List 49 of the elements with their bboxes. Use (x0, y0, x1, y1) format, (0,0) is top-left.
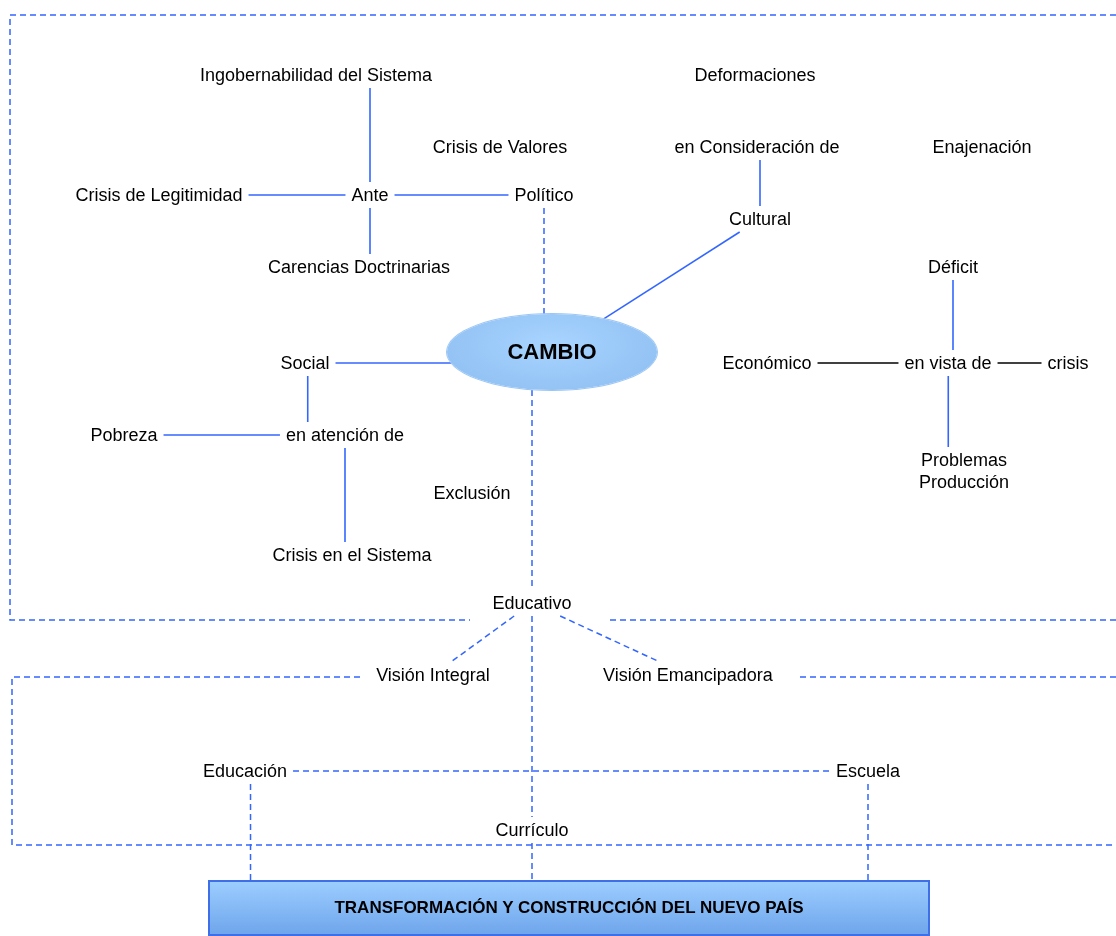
concept-text: Problemas Producción (899, 447, 1029, 495)
connector-line (996, 362, 1043, 364)
connector-line (952, 279, 954, 351)
concept-text: Visión Integral (370, 662, 496, 688)
concept-text: Deformaciones (688, 62, 822, 88)
connector-line (369, 207, 371, 255)
central-ellipse: CAMBIO (447, 314, 657, 390)
connector-line (816, 362, 900, 364)
concept-text: en atención de (279, 422, 411, 448)
concept-text: Enajenación (926, 134, 1038, 160)
concept-text: Pobreza (84, 422, 164, 448)
concept-text: Crisis de Valores (426, 134, 574, 160)
connector-line (543, 207, 545, 315)
concept-text: Crisis en el Sistema (266, 542, 438, 568)
concept-text: Currículo (489, 817, 575, 843)
connector-line (249, 783, 252, 881)
concept-text: Social (274, 350, 336, 376)
concept-text: Visión Emancipadora (597, 662, 779, 688)
concept-text: Crisis de Legitimidad (69, 182, 249, 208)
connector-line (393, 194, 510, 196)
concept-text: Carencias Doctrinarias (261, 254, 457, 280)
connector-line (867, 783, 869, 881)
connector-line (292, 770, 831, 772)
result-box: TRANSFORMACIÓN Y CONSTRUCCIÓN DEL NUEVO PAÍS (208, 880, 930, 936)
concept-text: Ante (345, 182, 395, 208)
concept-text: Educativo (486, 590, 578, 616)
connector-line (759, 159, 761, 207)
concept-text: Exclusión (427, 480, 517, 506)
concept-text: crisis (1041, 350, 1095, 376)
connector-line (531, 615, 533, 818)
connector-line (247, 194, 347, 196)
concept-text: en vista de (898, 350, 998, 376)
concept-text: Cultural (723, 206, 797, 232)
connector-line (344, 447, 346, 543)
concept-text: Educación (196, 758, 294, 784)
concept-text: Económico (716, 350, 818, 376)
connector-line (334, 362, 453, 364)
concept-text: en Consideración de (668, 134, 846, 160)
concept-text: Político (508, 182, 580, 208)
connector-line (369, 87, 371, 183)
connector-line (450, 615, 515, 663)
connector-line (162, 434, 281, 436)
concept-text: Escuela (830, 758, 906, 784)
connector-line (947, 375, 950, 448)
connector-line (602, 231, 741, 320)
connector-line (306, 375, 309, 423)
concept-text: Ingobernabilidad del Sistema (193, 62, 439, 88)
connector-line (531, 842, 533, 881)
concept-text: Déficit (922, 254, 984, 280)
